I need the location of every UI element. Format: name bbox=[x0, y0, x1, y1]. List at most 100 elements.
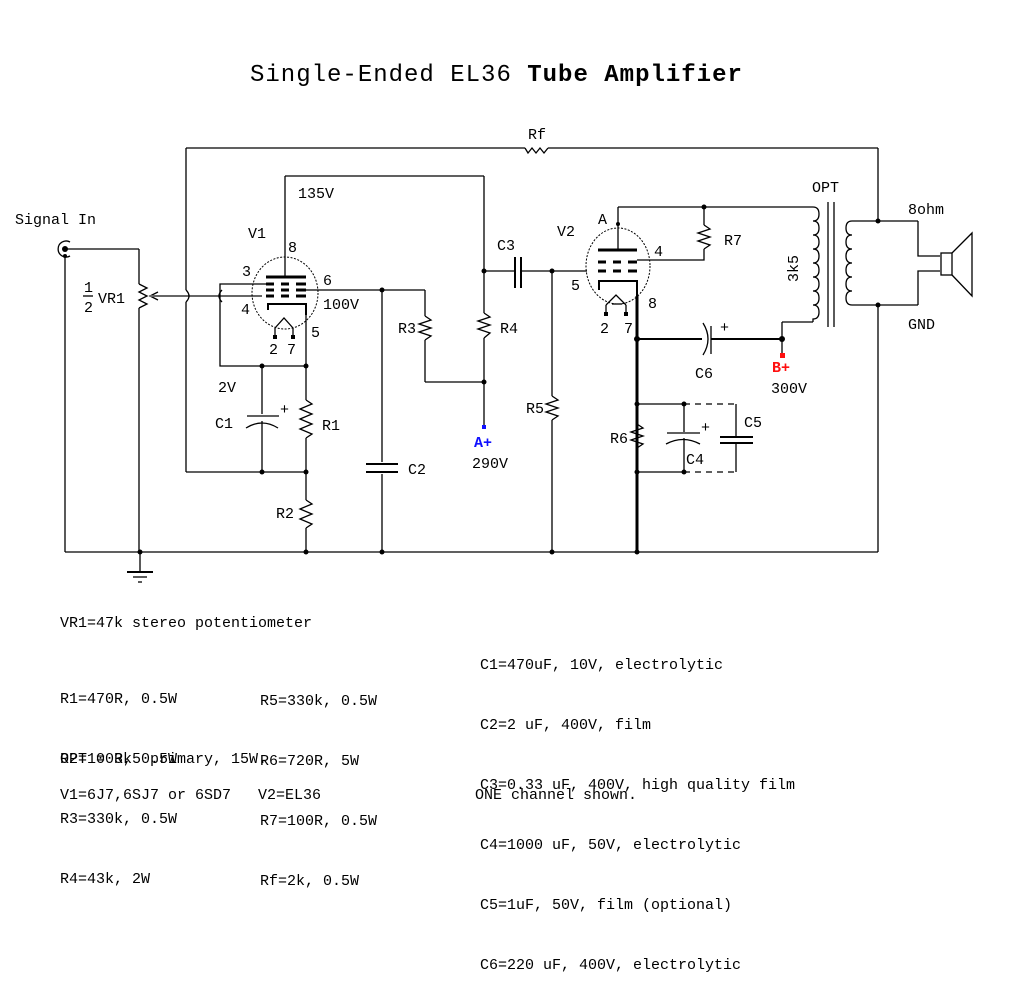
resistor-spec: R6=720R, 5W bbox=[260, 753, 360, 770]
junction bbox=[63, 254, 67, 258]
opt-secondary-winding-icon bbox=[845, 220, 853, 306]
wire bbox=[637, 249, 705, 261]
opt-core-icon bbox=[827, 202, 835, 327]
c4-label: C4 bbox=[686, 452, 704, 469]
resistor-spec: R7=100R, 0.5W bbox=[260, 813, 378, 830]
title-part2: Tube Amplifier bbox=[527, 62, 743, 89]
v2-label: V2 bbox=[557, 224, 575, 241]
resistor-spec: R1=470R, 0.5W bbox=[60, 691, 178, 708]
b-plus-voltage: 300V bbox=[771, 381, 807, 398]
r5-label: R5 bbox=[526, 401, 544, 418]
c1-plus: + bbox=[280, 402, 289, 419]
r7-label: R7 bbox=[724, 233, 742, 250]
parts-vr1: VR1=47k stereo potentiometer bbox=[60, 615, 313, 632]
resistor-spec: R5=330k, 0.5W bbox=[260, 693, 378, 710]
opt-primary-label: 3k5 bbox=[786, 255, 803, 282]
capacitor-spec: C4=1000 uF, 50V, electrolytic bbox=[480, 837, 742, 854]
junction bbox=[481, 379, 487, 385]
r1-label: R1 bbox=[322, 418, 340, 435]
junction bbox=[303, 469, 309, 475]
rf-label: Rf bbox=[528, 127, 546, 144]
wire bbox=[917, 221, 940, 257]
gnd-label: GND bbox=[908, 317, 935, 334]
capacitor-spec: C6=220 uF, 400V, electrolytic bbox=[480, 957, 742, 974]
wire-crossover bbox=[185, 289, 190, 303]
v1-pin3: 3 bbox=[242, 264, 251, 281]
schematic: Signal In 1 2 VR1 Rf V1 8 3 6 4 5 2 7 10 bbox=[15, 127, 973, 583]
speaker-impedance-label: 8ohm bbox=[908, 202, 944, 219]
resistor-spec: R2=100R, 0.5W bbox=[60, 751, 178, 768]
c1-label: C1 bbox=[215, 416, 233, 433]
capacitor-spec: C3=0.33 uF, 400V, high quality film bbox=[480, 777, 796, 794]
v2-pin5: 5 bbox=[571, 278, 580, 295]
v1-cathode-voltage: 2V bbox=[218, 380, 236, 397]
vr1-fraction-num: 1 bbox=[84, 280, 93, 297]
a-plus-voltage: 290V bbox=[472, 456, 508, 473]
junction bbox=[875, 218, 881, 224]
r6-label: R6 bbox=[610, 431, 628, 448]
v2-pin8: 8 bbox=[648, 296, 657, 313]
a-plus-label: A+ bbox=[474, 435, 492, 452]
b-plus-terminal bbox=[780, 353, 785, 358]
c2-label: C2 bbox=[408, 462, 426, 479]
v2-anode-label: A bbox=[598, 212, 607, 229]
r4-resistor-icon bbox=[475, 312, 493, 339]
v1-pin6: 6 bbox=[323, 273, 332, 290]
c2-capacitor-icon bbox=[366, 463, 398, 473]
junction bbox=[303, 549, 309, 555]
junction bbox=[549, 549, 555, 555]
resistor-list-left: R1=470R, 0.5W R2=100R, 0.5W R3=330k, 0.5… bbox=[60, 650, 177, 910]
r4-label: R4 bbox=[500, 321, 518, 338]
channel-note: ONE channel shown. bbox=[475, 787, 638, 804]
c5-capacitor-icon bbox=[720, 436, 753, 444]
r3-label: R3 bbox=[398, 321, 416, 338]
v1-plate-voltage: 135V bbox=[298, 186, 334, 203]
rf-resistor-icon bbox=[524, 146, 549, 155]
title-part1: Single-Ended EL36 bbox=[250, 62, 528, 89]
diagram-title: Single-Ended EL36 Tube Amplifier bbox=[250, 62, 743, 89]
c3-capacitor-icon bbox=[514, 257, 522, 288]
speaker-icon bbox=[940, 231, 973, 298]
r2-resistor-icon bbox=[298, 499, 314, 529]
vr1-resistor-icon bbox=[137, 283, 149, 309]
parts-opt: OPT = 3k5 primary, 15W. bbox=[60, 751, 268, 768]
v2-pin7: 7 bbox=[624, 321, 633, 338]
c6-label: C6 bbox=[695, 366, 713, 383]
c6-capacitor-icon bbox=[702, 322, 712, 356]
resistor-list-right: R5=330k, 0.5W R6=720R, 5W R7=100R, 0.5W … bbox=[260, 652, 377, 912]
r7-resistor-icon bbox=[695, 224, 713, 250]
r5-resistor-icon bbox=[543, 395, 561, 421]
resistor-spec: R4=43k, 2W bbox=[60, 871, 151, 888]
junction bbox=[303, 363, 309, 369]
capacitor-spec: C2=2 uF, 400V, film bbox=[480, 717, 652, 734]
resistor-spec: Rf=2k, 0.5W bbox=[260, 873, 360, 890]
v1-label: V1 bbox=[248, 226, 266, 243]
junction bbox=[634, 549, 640, 555]
v2-pin2: 2 bbox=[600, 321, 609, 338]
r2-label: R2 bbox=[276, 506, 294, 523]
v1-pin2: 2 bbox=[269, 342, 278, 359]
capacitor-spec: C1=470uF, 10V, electrolytic bbox=[480, 657, 724, 674]
resistor-spec: R3=330k, 0.5W bbox=[60, 811, 178, 828]
v1-pin4: 4 bbox=[241, 302, 250, 319]
opt-primary-winding-icon bbox=[812, 206, 820, 322]
r1-resistor-icon bbox=[298, 399, 314, 439]
signal-in-label: Signal In bbox=[15, 212, 96, 229]
ground-symbol-icon bbox=[127, 552, 153, 583]
wire-crossover bbox=[218, 289, 223, 303]
v1-pin8: 8 bbox=[288, 240, 297, 257]
opt-label: OPT bbox=[812, 180, 839, 197]
capacitor-list: C1=470uF, 10V, electrolytic C2=2 uF, 400… bbox=[480, 616, 795, 996]
junction bbox=[379, 549, 385, 555]
capacitor-spec: C5=1uF, 50V, film (optional) bbox=[480, 897, 733, 914]
junction bbox=[616, 222, 620, 226]
r3-resistor-icon bbox=[416, 315, 434, 341]
a-plus-terminal bbox=[482, 425, 486, 429]
junction bbox=[137, 549, 143, 555]
v1-screen-voltage: 100V bbox=[323, 297, 359, 314]
c4-plus: + bbox=[701, 420, 710, 437]
vr1-label: VR1 bbox=[98, 291, 125, 308]
v1-pin7: 7 bbox=[287, 342, 296, 359]
parts-tubes: V1=6J7,6SJ7 or 6SD7 V2=EL36 bbox=[60, 787, 322, 804]
v2-pin4: 4 bbox=[654, 244, 663, 261]
